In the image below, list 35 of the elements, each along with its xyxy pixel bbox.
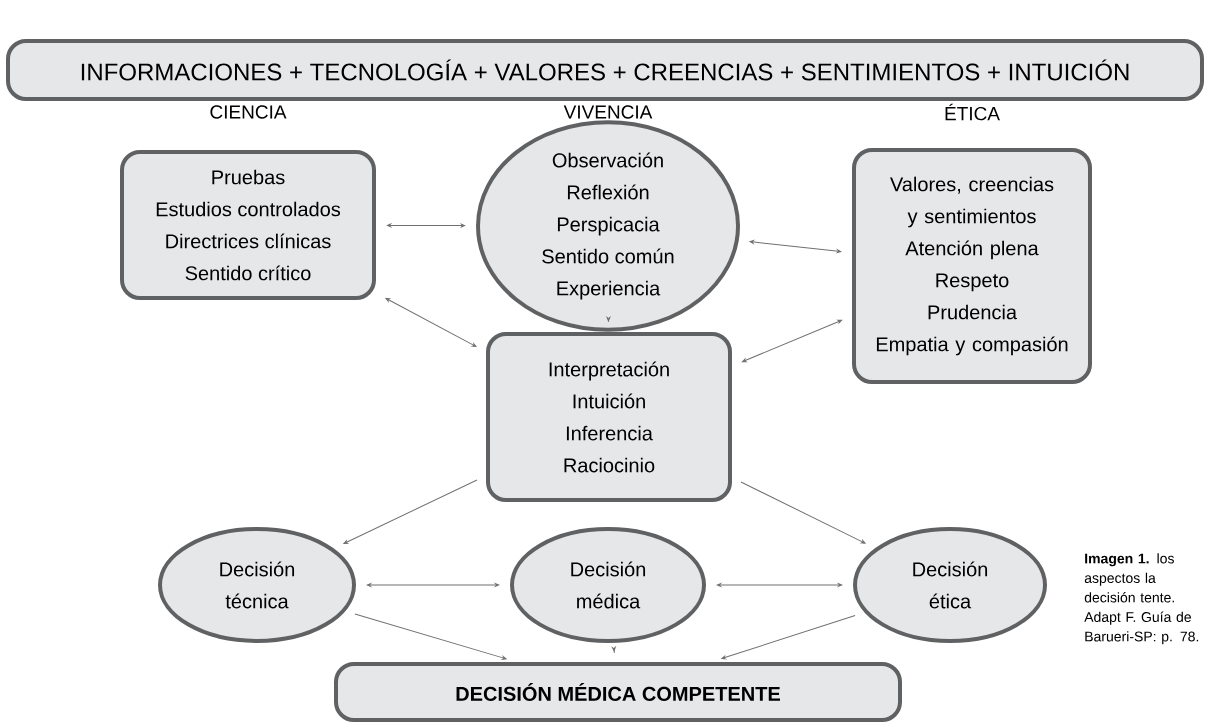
node-label: Sentido común <box>542 248 674 264</box>
node-label: Sentido crítico <box>185 265 311 281</box>
arrow <box>343 479 478 544</box>
node-label: Empatia y compasión <box>876 336 1068 356</box>
node-label: Respeto <box>936 273 1009 292</box>
node-label: Directrices clínicas <box>166 233 331 249</box>
node-label: Pruebas <box>212 169 285 185</box>
arrow <box>749 240 842 254</box>
arrow <box>385 297 477 347</box>
node-label: Atención plena <box>905 240 1039 260</box>
arrow <box>354 613 507 660</box>
node-label: Observación <box>552 152 663 168</box>
node-label: Valores, creencias y sentimientos <box>890 176 1054 228</box>
arrow <box>716 583 843 587</box>
process-box: Interpretación Intuición Inferencia Raciocinio <box>486 332 732 502</box>
node-label: Experiencia <box>557 280 661 300</box>
category-box: Valores, creencias y sentimientos Atención plena Respeto Prudencia Empatia y compasión <box>852 148 1092 384</box>
title-banner: INFORMACIONES + TECNOLOGÍA + VALORES + CREENCIAS + SENTIMIENTOS + INTUICIÓN <box>6 39 1204 101</box>
category-box: Pruebas Estudios controlados Directrices clínicas Sentido crítico <box>120 150 376 300</box>
arrow <box>612 646 616 654</box>
arrow <box>606 317 611 323</box>
column-heading: ÉTICA <box>945 103 1000 121</box>
column-heading: VIVENCIA <box>563 105 653 119</box>
arrow <box>721 615 856 660</box>
arrow <box>386 223 466 228</box>
node-label: Perspicacia <box>557 216 660 236</box>
node-label: Prudencia <box>928 304 1018 320</box>
arrow <box>366 583 500 587</box>
arrow <box>741 319 843 363</box>
result-box: DECISIÓN MÉDICA COMPETENTE <box>334 662 902 722</box>
figure-caption: Imagen 1. los aspectos la decisión tente. Adapt F. Guía de Barueri-SP: p. 78. <box>1084 553 1199 645</box>
column-heading: CIENCIA <box>210 105 287 119</box>
node-label: Estudios controlados <box>156 201 341 217</box>
node-label: Reflexión <box>567 184 649 200</box>
arrow <box>740 481 866 544</box>
